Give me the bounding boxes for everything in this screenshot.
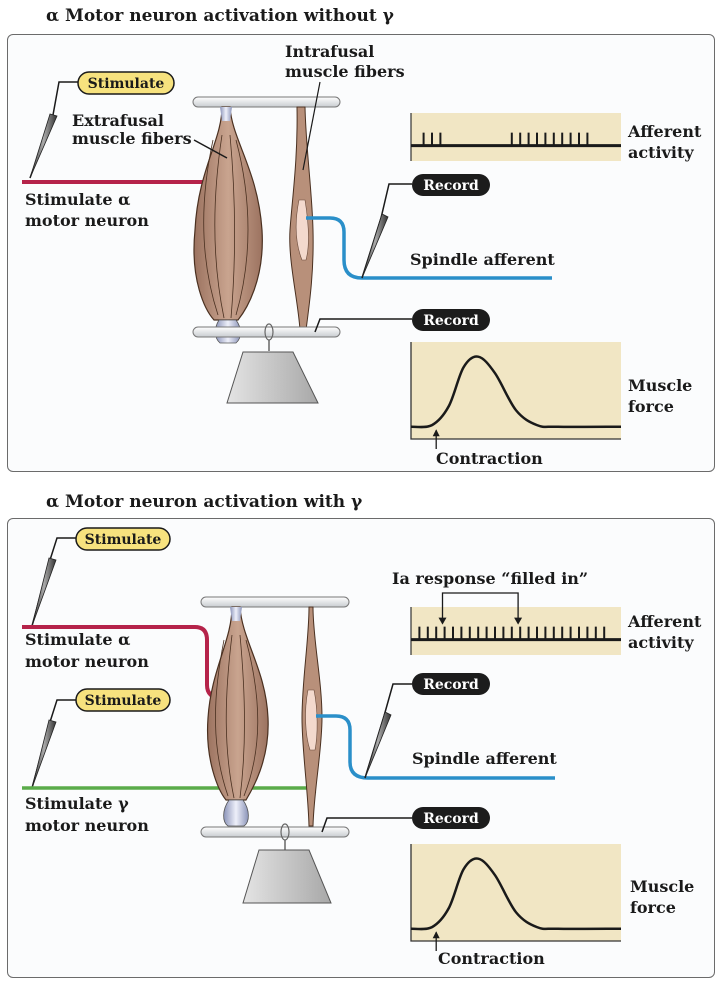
trace-background <box>411 113 621 161</box>
force-trace-2 <box>410 844 622 951</box>
stimulate-alpha-electrode <box>31 537 76 627</box>
afferent-label-1: Afferent <box>627 612 702 631</box>
record-pill-afferent[interactable]: Record <box>412 174 490 196</box>
top-rod <box>192 96 341 108</box>
force-trace-1 <box>410 342 622 449</box>
record-pill-force[interactable]: Record <box>412 309 490 331</box>
record-label: Record <box>423 313 479 329</box>
stimulate-pill[interactable]: Stimulate <box>77 71 175 95</box>
afferent-trace-1 <box>410 113 621 161</box>
bottom-rod <box>192 326 341 338</box>
alpha-label-2: motor neuron <box>25 652 149 671</box>
panel-1-apparatus: Stimulate Record <box>22 42 702 468</box>
spindle-afferent-label: Spindle afferent <box>412 749 557 768</box>
gamma-label-2: motor neuron <box>25 816 149 835</box>
extrafusal-label-2: muscle fibers <box>72 129 192 148</box>
stimulate-label: Stimulate <box>88 76 165 92</box>
alpha-label-1: Stimulate α <box>25 190 130 209</box>
arrow-head <box>514 617 523 625</box>
extrafusal-muscle <box>193 106 263 344</box>
top-rod <box>200 596 350 608</box>
weight-icon <box>226 351 319 404</box>
record-label: Record <box>423 811 479 827</box>
record-electrode-afferent <box>361 183 412 279</box>
afferent-label-1: Afferent <box>627 122 702 141</box>
extrafusal-muscle <box>206 606 269 827</box>
intrafusal-label-1: Intrafusal <box>285 42 374 61</box>
force-curve <box>410 857 622 931</box>
afferent-trace-2 <box>410 592 621 655</box>
spindle-afferent-label: Spindle afferent <box>410 250 555 269</box>
force-label-1: Muscle <box>630 877 694 896</box>
intrafusal-muscle <box>289 106 314 331</box>
force-label-2: force <box>628 397 674 416</box>
contraction-label: Contraction <box>438 949 545 968</box>
spindle-afferent-axon <box>306 216 552 280</box>
afferent-label-2: activity <box>628 143 694 162</box>
panel-2-title: α Motor neuron activation with γ <box>46 492 363 512</box>
force-label-1: Muscle <box>628 376 692 395</box>
annotation-bracket <box>441 592 519 622</box>
arrow-head <box>432 429 440 437</box>
force-label-2: force <box>630 898 676 917</box>
intrafusal-label-2: muscle fibers <box>285 62 405 81</box>
weight-icon <box>242 849 332 904</box>
contraction-label: Contraction <box>436 449 543 468</box>
intrafusal-muscle <box>301 606 323 827</box>
record-electrode-afferent <box>364 683 412 779</box>
ia-annotation: Ia response “filled in” <box>392 569 588 588</box>
arrow-head <box>432 931 440 939</box>
trace-axis <box>410 342 621 440</box>
extrafusal-label-1: Extrafusal <box>72 111 164 130</box>
stimulate-electrode <box>29 81 78 179</box>
trace-axis <box>410 844 621 942</box>
alpha-label-2: motor neuron <box>25 211 149 230</box>
spindle-afferent-axon <box>316 714 555 780</box>
record-pill-afferent[interactable]: Record <box>412 673 490 695</box>
trace-background <box>411 342 621 439</box>
stimulate-gamma-electrode <box>31 699 76 789</box>
alpha-label-1: Stimulate α <box>25 630 130 649</box>
stimulate-gamma-pill[interactable]: Stimulate <box>75 688 171 712</box>
bottom-rod <box>200 826 350 838</box>
trace-background <box>411 844 621 941</box>
trace-background <box>411 607 621 655</box>
stimulate-label: Stimulate <box>85 532 162 548</box>
record-pill-force[interactable]: Record <box>412 807 490 829</box>
stimulate-label: Stimulate <box>85 693 162 709</box>
force-curve <box>410 355 622 429</box>
panel-2-apparatus: Stimulate Stimulate <box>22 527 702 968</box>
panel-1-title: α Motor neuron activation without γ <box>46 6 394 26</box>
record-label: Record <box>423 677 479 693</box>
stimulate-alpha-pill[interactable]: Stimulate <box>75 527 171 551</box>
record-label: Record <box>423 178 479 194</box>
afferent-label-2: activity <box>628 633 694 652</box>
gamma-label-1: Stimulate γ <box>25 794 129 813</box>
arrow-head <box>438 617 447 625</box>
